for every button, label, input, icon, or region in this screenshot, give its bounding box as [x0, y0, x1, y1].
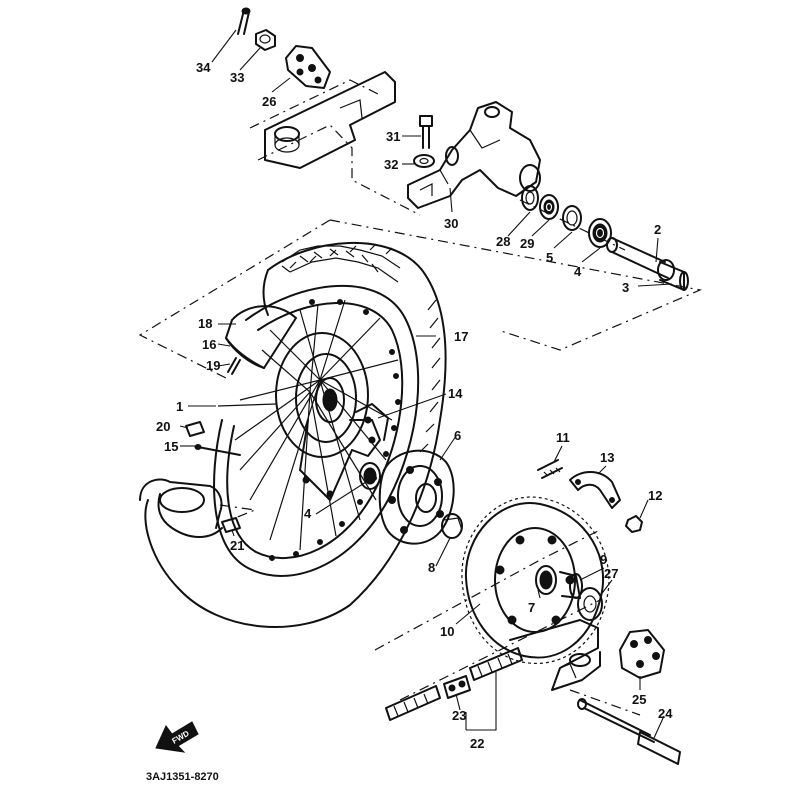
- part-15-nipple: [194, 444, 241, 456]
- label-30: 30: [444, 216, 458, 231]
- part-19-air-valve: [227, 357, 241, 375]
- label-1: 1: [176, 399, 183, 414]
- leader-lines: [179, 29, 673, 739]
- part-29-oil-seal: [539, 194, 559, 220]
- label-17: 17: [454, 329, 468, 344]
- part-21-rim-lock: [221, 517, 241, 533]
- part-7-bearing: [535, 565, 557, 595]
- part-1-spoke: [217, 403, 277, 407]
- part-20-weight: [185, 421, 205, 437]
- tire-section: [139, 478, 223, 538]
- label-20: 20: [156, 419, 170, 434]
- part-34-bolt: [237, 7, 251, 35]
- label-33: 33: [230, 70, 244, 85]
- part-11-bolt: [537, 459, 563, 479]
- part-9-spacer: [559, 571, 583, 599]
- label-6: 6: [454, 428, 461, 443]
- part-31-bolt: [419, 115, 433, 149]
- swingarm-end-lower: [509, 619, 601, 691]
- label-23: 23: [452, 708, 466, 723]
- label-10: 10: [440, 624, 454, 639]
- callout-labels: 34 33 26 31 32 30 28 29 5 4 2 3 18 17 16…: [156, 60, 673, 751]
- label-8: 8: [428, 560, 435, 575]
- part-28-collar: [521, 185, 539, 211]
- part-30-caliper-bracket: [407, 101, 541, 209]
- part-27-collar: [577, 587, 603, 621]
- part-24-axle: [577, 698, 681, 765]
- label-29: 29: [520, 236, 534, 251]
- part-12-nut: [625, 515, 643, 533]
- part-5-circlip: [562, 205, 582, 231]
- part-8-collar: [441, 513, 463, 539]
- part-3-spacer-flange: [659, 261, 689, 291]
- label-11: 11: [556, 430, 570, 445]
- label-34: 34: [196, 60, 211, 75]
- label-16: 16: [202, 337, 216, 352]
- part-4-bearing: [588, 218, 612, 248]
- label-27: 27: [604, 566, 618, 581]
- part-16-tube-band: [225, 305, 297, 369]
- part-13-clip: [569, 471, 621, 509]
- label-13: 13: [600, 450, 614, 465]
- part-6-clutch-hub: [378, 449, 455, 545]
- part-14-hub: [275, 332, 389, 501]
- forward-direction-arrow: FWD: [155, 721, 199, 753]
- part-23-chain-joint: [443, 675, 471, 699]
- drawing-code: 3AJ1351-8270: [146, 771, 219, 783]
- swingarm-end: [264, 71, 396, 169]
- part-33-nut: [255, 29, 276, 51]
- label-21: 21: [230, 538, 244, 553]
- label-12: 12: [648, 488, 662, 503]
- reference-lines: [138, 79, 703, 716]
- label-15: 15: [164, 439, 178, 454]
- part-32-washer: [413, 154, 435, 168]
- label-31: 31: [386, 129, 400, 144]
- rim-spoke-holes: [269, 299, 401, 561]
- label-4: 4: [574, 264, 582, 279]
- label-19: 19: [206, 358, 220, 373]
- part-26-chain-adjuster: [285, 45, 331, 89]
- label-22: 22: [470, 736, 484, 751]
- part-22-drive-chain: [385, 647, 523, 721]
- label-18: 18: [198, 316, 212, 331]
- label-2: 2: [654, 222, 661, 237]
- label-4b: 4: [304, 506, 312, 521]
- part-18-tire: [144, 242, 447, 628]
- label-25: 25: [632, 692, 646, 707]
- label-9: 9: [600, 552, 607, 567]
- label-14: 14: [448, 386, 463, 401]
- part-25-chain-adjuster: [619, 629, 665, 679]
- label-28: 28: [496, 234, 510, 249]
- label-7: 7: [528, 600, 535, 615]
- label-32: 32: [384, 157, 398, 172]
- label-5: 5: [546, 250, 553, 265]
- label-3: 3: [622, 280, 629, 295]
- part-4-bearing-lower: [359, 462, 381, 490]
- part-2-spacer: [606, 237, 675, 281]
- label-24: 24: [658, 706, 673, 721]
- label-26: 26: [262, 94, 276, 109]
